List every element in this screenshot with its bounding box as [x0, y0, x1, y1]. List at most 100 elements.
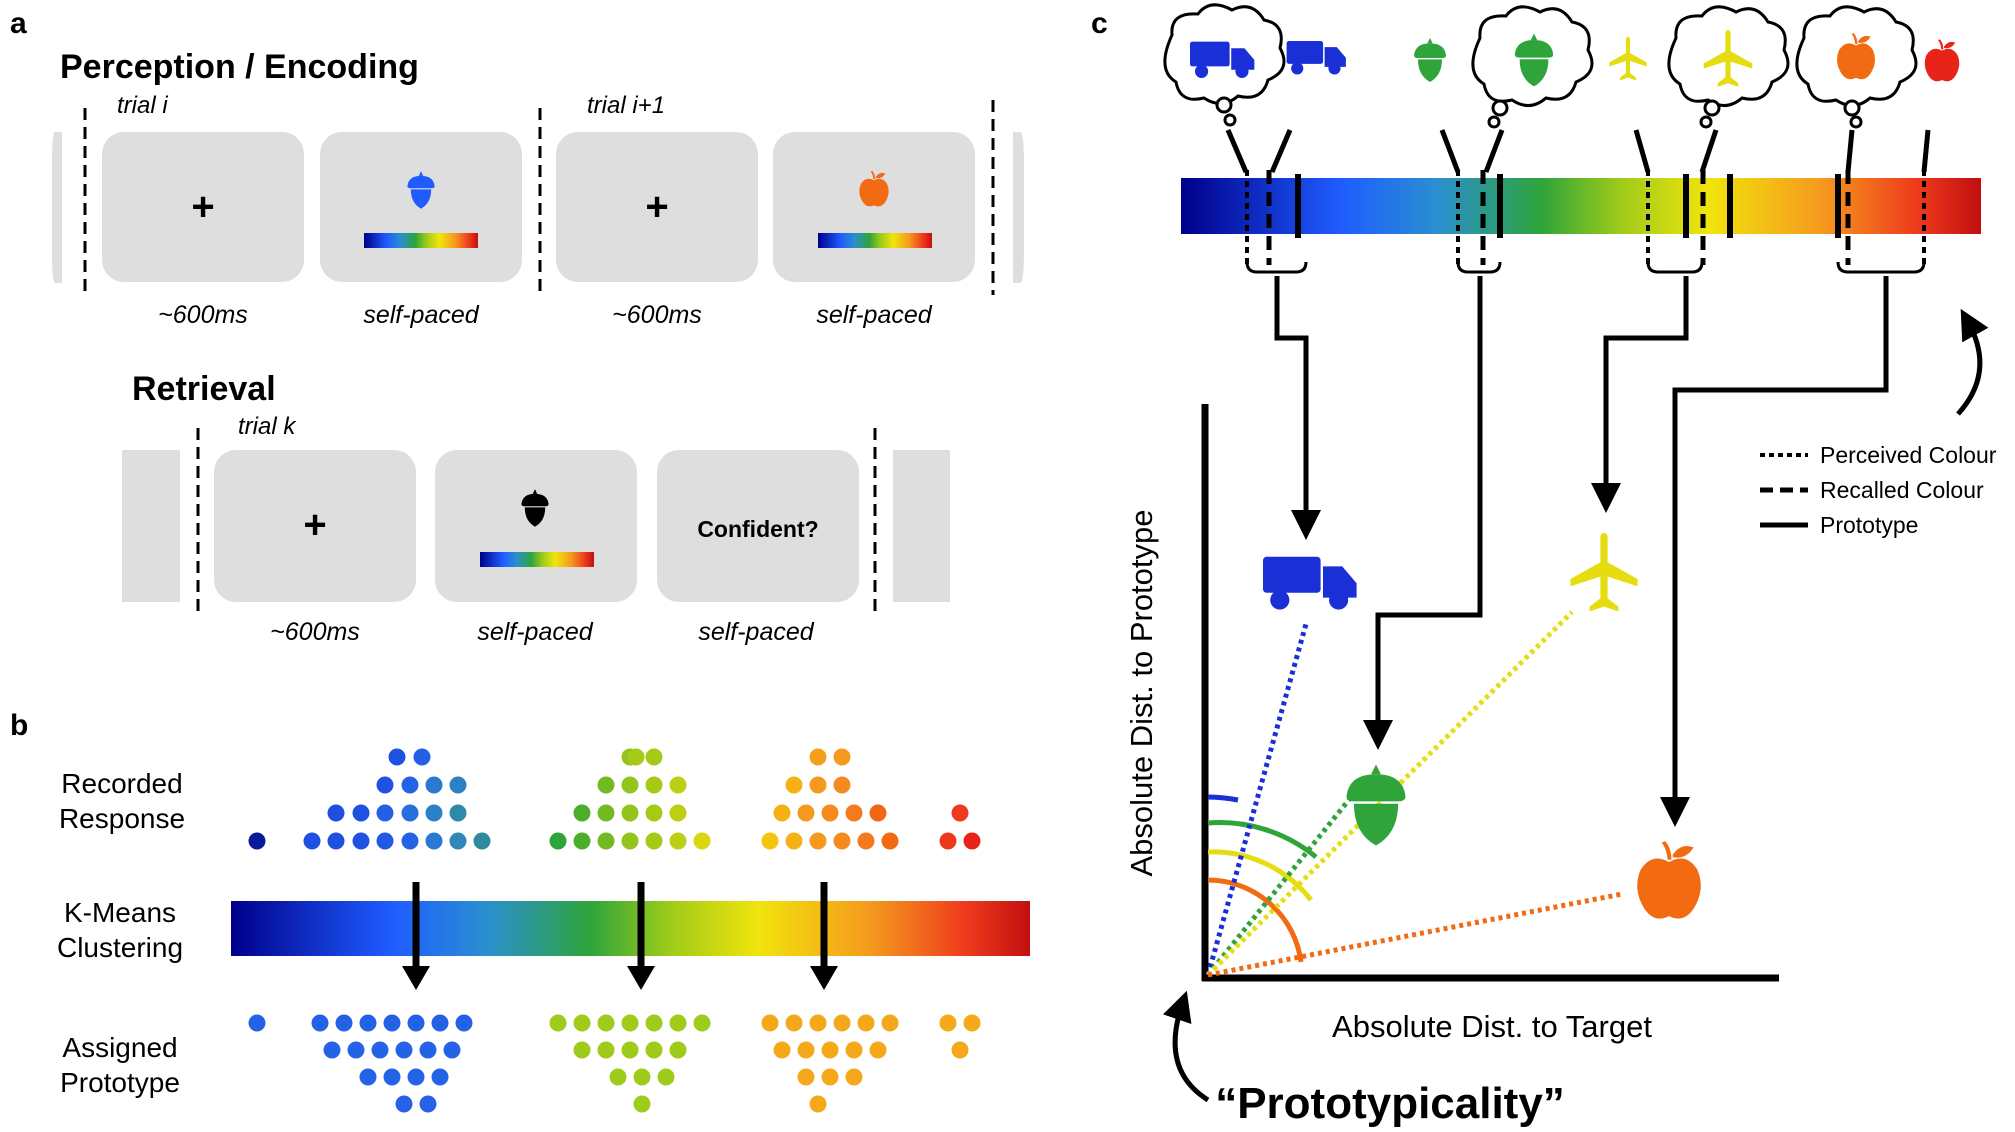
panel-c-letter: c — [1091, 7, 1108, 40]
response-dot — [371, 1041, 389, 1059]
truck-icon — [1263, 556, 1357, 610]
response-dot — [939, 832, 957, 850]
response-dot — [669, 776, 687, 794]
response-dot — [821, 1068, 839, 1086]
angle-arcs — [1207, 794, 1318, 963]
acorn-icon — [1414, 38, 1446, 82]
response-dot — [383, 1068, 401, 1086]
response-dot — [347, 1041, 365, 1059]
response-dot — [431, 1014, 449, 1032]
response-dot — [621, 1014, 639, 1032]
retrieval-heading: Retrieval — [132, 370, 276, 408]
screen-edge-left — [122, 450, 180, 602]
response-dot — [809, 832, 827, 850]
response-dot — [248, 1014, 266, 1032]
response-dot — [809, 1095, 827, 1113]
response-dot — [609, 1068, 627, 1086]
response-dot — [669, 832, 687, 850]
recorded-response-dots — [248, 748, 981, 850]
screen-edge-left — [52, 132, 62, 283]
response-dot — [881, 1014, 899, 1032]
response-screen — [773, 132, 975, 282]
response-dot — [621, 804, 639, 822]
curved-arrow-top — [1956, 308, 1989, 416]
time-fix-2: ~600ms — [612, 301, 702, 329]
confident-prompt: Confident? — [697, 516, 818, 542]
trial-i-label: trial i — [117, 92, 168, 119]
response-dot — [669, 804, 687, 822]
response-dot — [669, 1041, 687, 1059]
assigned-label-1: Assigned — [62, 1032, 177, 1063]
response-dot — [327, 832, 345, 850]
y-axis-label: Absolute Dist. to Prototype — [1124, 509, 1159, 876]
response-dot — [443, 1041, 461, 1059]
response-dot — [401, 804, 419, 822]
response-dot — [425, 832, 443, 850]
recorded-label-1: Recorded — [61, 768, 182, 799]
panel-b-letter: b — [10, 709, 28, 742]
response-dot — [376, 804, 394, 822]
response-dot — [376, 832, 394, 850]
encoding-heading: Perception / Encoding — [60, 48, 419, 86]
response-dot — [388, 748, 406, 766]
bar-markers — [1245, 170, 1926, 265]
response-dot — [645, 1041, 663, 1059]
response-dot — [833, 748, 851, 766]
acorn-icon — [1346, 764, 1406, 846]
response-dot — [401, 776, 419, 794]
response-dot — [761, 1014, 779, 1032]
time-fix-ret: ~600ms — [270, 618, 360, 646]
response-dot — [597, 804, 615, 822]
time-resp-1: self-paced — [363, 301, 479, 329]
fixation-screen — [102, 132, 304, 282]
response-dot — [809, 776, 827, 794]
cluster-arrow — [402, 882, 430, 990]
cluster-arrow — [810, 882, 838, 990]
response-dot — [323, 1041, 341, 1059]
response-dot — [963, 1014, 981, 1032]
response-dot — [845, 1068, 863, 1086]
response-dot — [395, 1041, 413, 1059]
response-dot — [573, 804, 591, 822]
response-dot — [857, 1014, 875, 1032]
response-dot — [645, 832, 663, 850]
time-resp-ret: self-paced — [477, 618, 593, 646]
response-dot — [951, 1041, 969, 1059]
response-dot — [761, 832, 779, 850]
cluster-arrow — [627, 882, 655, 990]
response-dot — [833, 776, 851, 794]
response-dot — [869, 1041, 887, 1059]
response-dot — [359, 1068, 377, 1086]
response-dot — [797, 1068, 815, 1086]
response-dot — [413, 748, 431, 766]
fixation-cross: + — [191, 185, 214, 229]
response-dot — [821, 1041, 839, 1059]
response-dot — [645, 1014, 663, 1032]
time-resp-2: self-paced — [816, 301, 932, 329]
response-dot — [633, 1095, 651, 1113]
kmeans-spectrum-bar — [231, 901, 1030, 956]
response-dot — [407, 1068, 425, 1086]
response-dot — [395, 1095, 413, 1113]
curved-arrow-bottom — [1162, 990, 1210, 1103]
fixation-cross: + — [303, 503, 326, 547]
screen-edge-right — [1013, 132, 1024, 283]
apple-icon — [1924, 39, 1960, 82]
response-dot — [845, 804, 863, 822]
response-dot — [881, 832, 899, 850]
brackets — [1245, 261, 1926, 274]
truck-icon — [1286, 41, 1346, 75]
prototypicality-label: “Prototypicality” — [1215, 1079, 1565, 1128]
response-dot — [425, 776, 443, 794]
panel-a-letter: a — [10, 7, 27, 40]
trial-k-label: trial k — [238, 413, 297, 440]
response-dot — [693, 832, 711, 850]
airplane-icon — [1570, 532, 1638, 612]
response-dot — [597, 832, 615, 850]
response-dot — [335, 1014, 353, 1032]
response-dot — [785, 1014, 803, 1032]
trial-i1-label: trial i+1 — [587, 92, 665, 119]
response-dot — [549, 1014, 567, 1032]
response-dot — [549, 832, 567, 850]
response-dot — [597, 776, 615, 794]
